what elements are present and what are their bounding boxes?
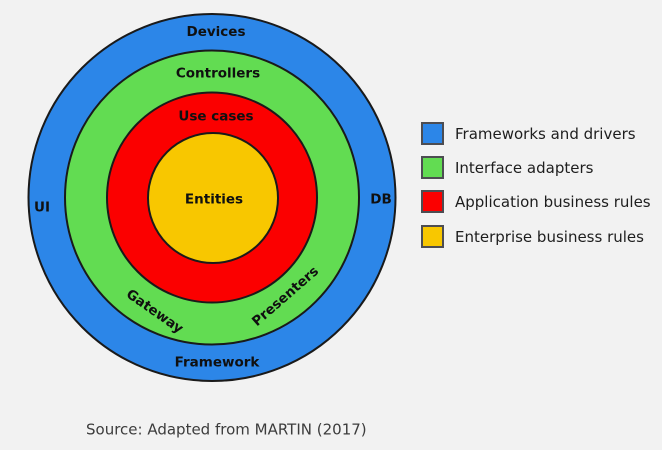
legend-label-application-business-rules: Application business rules — [455, 193, 651, 211]
legend-swatch-interface-adapters — [421, 156, 444, 179]
ring-label-devices: Devices — [187, 24, 246, 40]
legend-swatch-enterprise-business-rules — [421, 225, 444, 248]
source-caption: Source: Adapted from MARTIN (2017) — [86, 420, 367, 438]
legend-item: Enterprise business rules — [421, 225, 644, 248]
ring-label-use-cases: Use cases — [178, 109, 253, 125]
ring-label-ui: UI — [34, 200, 50, 216]
legend-item: Frameworks and drivers — [421, 122, 636, 145]
legend-item: Interface adapters — [421, 156, 594, 179]
ring-label-framework: Framework — [175, 355, 261, 371]
legend-label-enterprise-business-rules: Enterprise business rules — [455, 228, 644, 246]
ring-label-controllers: Controllers — [176, 66, 260, 82]
legend-swatch-frameworks-and-drivers — [421, 122, 444, 145]
legend-label-frameworks-and-drivers: Frameworks and drivers — [455, 125, 636, 143]
legend-label-interface-adapters: Interface adapters — [455, 159, 594, 177]
ring-label-db: DB — [370, 192, 392, 208]
legend-item: Application business rules — [421, 190, 651, 213]
ring-enterprise-business-rules — [147, 132, 279, 264]
concentric-rings — [27, 13, 397, 382]
legend: Frameworks and drivers Interface adapter… — [421, 122, 651, 248]
ring-label-entities: Entities — [185, 192, 243, 208]
legend-swatch-application-business-rules — [421, 190, 444, 213]
